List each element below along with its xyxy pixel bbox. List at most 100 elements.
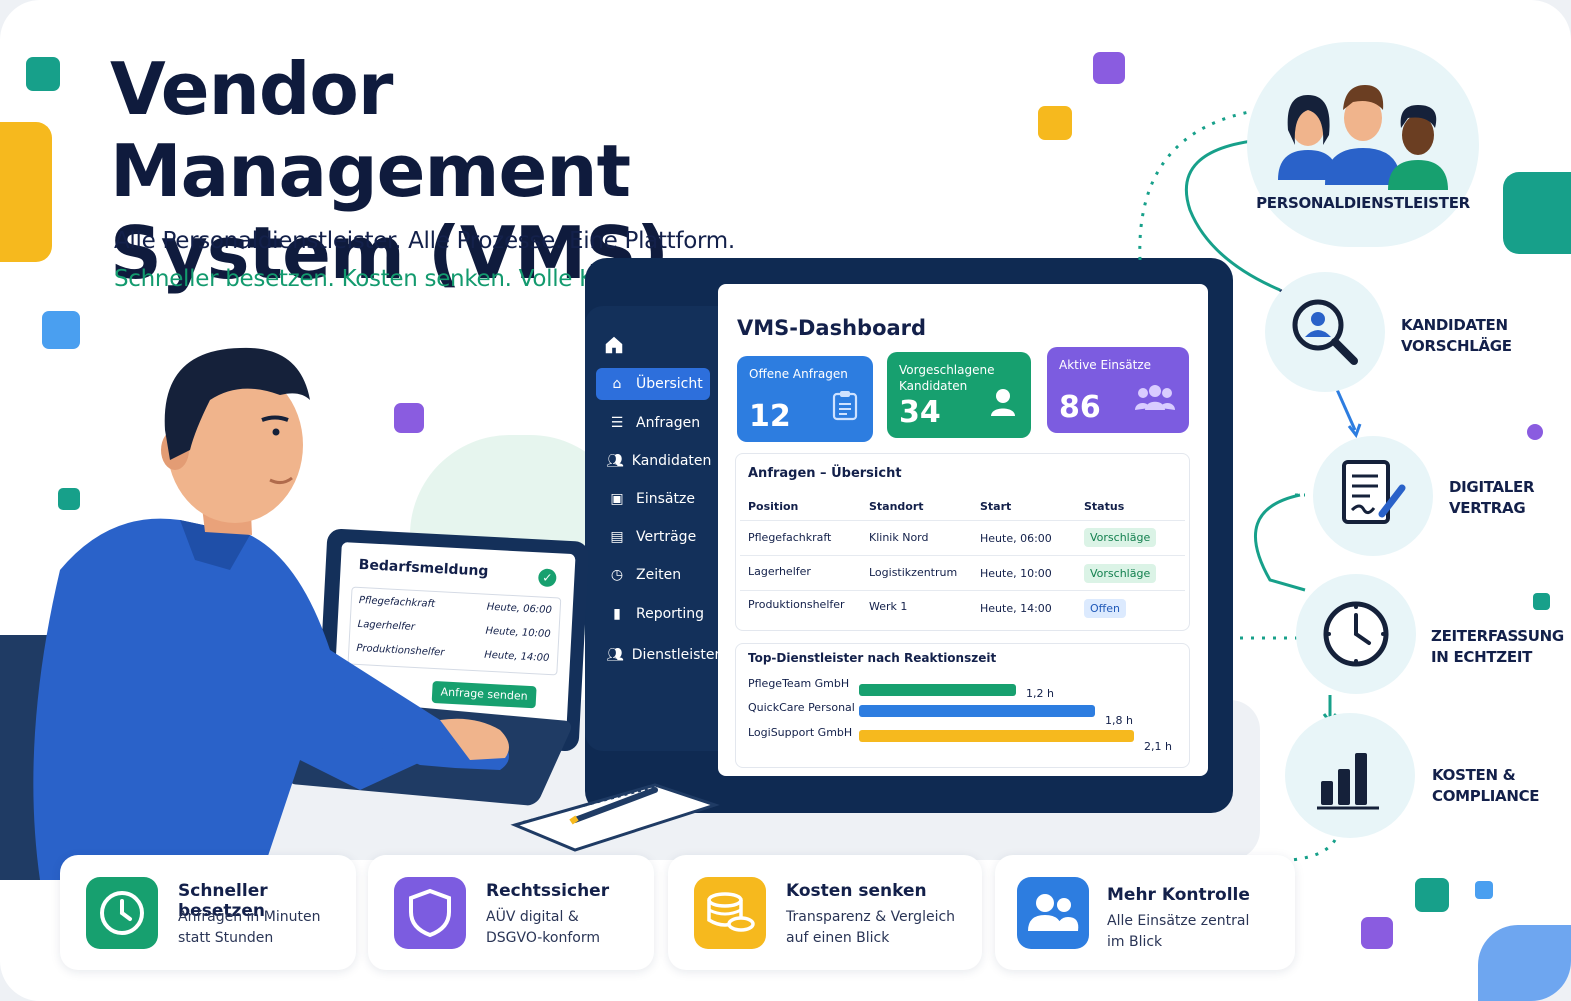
card-description-line: DSGVO-konform bbox=[486, 930, 600, 946]
shield-icon bbox=[394, 877, 466, 949]
sidebar-item-label: Zeiten bbox=[636, 567, 682, 583]
decor-dot bbox=[1527, 424, 1543, 440]
table-cell: Werk 1 bbox=[869, 600, 908, 613]
kpi-value: 34 bbox=[899, 395, 941, 430]
home-icon: ⌂ bbox=[612, 376, 622, 392]
decor-square bbox=[1361, 917, 1393, 949]
flow-label: PERSONALDIENSTLEISTER bbox=[1256, 194, 1470, 212]
feature-card-kontrolle[interactable]: Mehr Kontrolle Alle Einsätze zentral im … bbox=[995, 855, 1295, 970]
provider-bar bbox=[859, 730, 1134, 742]
requests-panel-title: Anfragen – Übersicht bbox=[748, 466, 902, 481]
card-description: Anfragen in Minuten statt Stunden bbox=[178, 907, 378, 949]
title-line-1: Vendor Management bbox=[110, 47, 631, 213]
flow-step-vertrag[interactable] bbox=[1313, 436, 1433, 556]
sidebar-item-einsaetze[interactable]: ▣Einsätze bbox=[596, 483, 710, 515]
page-title: Vendor Management System (VMS) bbox=[110, 48, 910, 294]
notebook-illustration bbox=[510, 783, 720, 852]
decor-square bbox=[58, 488, 80, 510]
card-title: Rechtssicher bbox=[486, 881, 610, 901]
card-description: AÜV digital & DSGVO-konform bbox=[486, 907, 686, 949]
sidebar-item-uebersicht[interactable]: ⌂ Übersicht bbox=[596, 368, 710, 400]
flow-label-line: KANDIDATEN bbox=[1401, 316, 1508, 334]
decor-square bbox=[394, 403, 424, 433]
row-divider bbox=[740, 520, 1185, 521]
flow-label-line: VERTRAG bbox=[1449, 499, 1526, 517]
card-description-line: auf einen Blick bbox=[786, 930, 890, 946]
briefcase-icon: ▣ bbox=[610, 491, 624, 507]
sidebar-item-label: Anfragen bbox=[636, 415, 701, 431]
kpi-label: Vorgeschlagene Kandidaten bbox=[899, 363, 995, 393]
sidebar-item-zeiten[interactable]: ◷ Zeiten bbox=[596, 559, 710, 591]
flow-step-kosten[interactable] bbox=[1285, 713, 1415, 838]
row-divider bbox=[740, 555, 1185, 556]
clock-icon: ◷ bbox=[610, 567, 624, 583]
card-title: Mehr Kontrolle bbox=[1107, 885, 1250, 905]
dashboard-title: VMS-Dashboard bbox=[737, 316, 927, 340]
decor-block bbox=[1478, 925, 1571, 1001]
sidebar-item-kandidaten[interactable]: 👥︎Kandidaten bbox=[596, 445, 711, 477]
coins-icon bbox=[694, 877, 766, 949]
flow-label-line: VORSCHLÄGE bbox=[1401, 337, 1512, 355]
provider-name: LogiSupport GmbH bbox=[748, 726, 853, 739]
status-badge[interactable]: Vorschläge bbox=[1084, 528, 1157, 547]
feature-card-kosten[interactable]: Kosten senken Transparenz & Vergleich au… bbox=[668, 855, 982, 970]
bar-chart-icon: ▮ bbox=[613, 606, 621, 622]
sidebar-item-anfragen[interactable]: ☰ Anfragen bbox=[596, 407, 710, 439]
flow-step-kandidaten[interactable] bbox=[1265, 272, 1385, 392]
column-header-standort: Standort bbox=[869, 500, 924, 513]
home-icon[interactable] bbox=[603, 334, 625, 362]
sidebar-item-label: Übersicht bbox=[636, 376, 703, 392]
kpi-proposed-candidates[interactable]: Vorgeschlagene Kandidaten 34 bbox=[887, 352, 1031, 438]
status-badge[interactable]: Vorschläge bbox=[1084, 564, 1157, 583]
clock-icon bbox=[1323, 601, 1389, 667]
feature-card-schneller[interactable]: Schneller besetzen Anfragen in Minuten s… bbox=[60, 855, 356, 970]
decor-square bbox=[1475, 881, 1493, 899]
column-header-position: Position bbox=[748, 500, 799, 513]
flow-label-line: ZEITERFASSUNG bbox=[1431, 627, 1564, 645]
decor-block bbox=[0, 122, 52, 262]
kpi-open-requests[interactable]: Offene Anfragen 12 bbox=[737, 356, 873, 442]
card-description: Transparenz & Vergleich auf einen Blick bbox=[786, 907, 986, 949]
decor-square bbox=[1533, 593, 1550, 610]
people-icon: 👥︎ bbox=[606, 647, 624, 663]
flow-step-zeiterfassung[interactable] bbox=[1296, 574, 1416, 694]
sidebar-item-reporting[interactable]: ▮Reporting bbox=[596, 598, 710, 630]
list-icon: ☰ bbox=[610, 415, 624, 431]
title-line-2: System (VMS) bbox=[110, 211, 669, 295]
flow-step-personaldienstleister[interactable]: PERSONALDIENSTLEISTER bbox=[1247, 42, 1479, 247]
kpi-value: 12 bbox=[749, 399, 791, 434]
status-badge[interactable]: Offen bbox=[1084, 599, 1126, 618]
card-description-line: Transparenz & Vergleich bbox=[786, 909, 956, 925]
feature-card-rechtssicher[interactable]: Rechtssicher AÜV digital & DSGVO-konform bbox=[368, 855, 654, 970]
user-icon bbox=[989, 387, 1017, 424]
card-description-line: statt Stunden bbox=[178, 930, 274, 946]
flow-label-zeiterfassung: ZEITERFASSUNG IN ECHTZEIT bbox=[1431, 626, 1564, 668]
card-description-line: im Blick bbox=[1107, 934, 1163, 950]
sidebar-item-label: Verträge bbox=[636, 529, 697, 545]
card-title: Schneller besetzen bbox=[178, 881, 268, 921]
clipboard-icon bbox=[831, 389, 859, 428]
column-header-status: Status bbox=[1084, 500, 1125, 513]
flow-label-kandidaten: KANDIDATEN VORSCHLÄGE bbox=[1401, 315, 1512, 357]
sidebar-item-vertraege[interactable]: ▤Verträge bbox=[596, 521, 710, 553]
provider-bar bbox=[859, 705, 1095, 717]
people-icon bbox=[1278, 85, 1448, 190]
card-description-line: Alle Einsätze zentral bbox=[1107, 913, 1250, 929]
table-cell: Produktionshelfer bbox=[748, 598, 845, 611]
decor-square bbox=[42, 311, 80, 349]
sidebar-item-dienstleister[interactable]: 👥︎Dienstleister bbox=[596, 639, 720, 671]
provider-value: 2,1 h bbox=[1144, 740, 1172, 753]
contract-icon bbox=[1342, 460, 1406, 524]
provider-name: QuickCare Personal bbox=[748, 701, 855, 714]
subtitle-primary: Alle Personaldienstleister. Alle Prozess… bbox=[114, 228, 735, 254]
clock-icon bbox=[86, 877, 158, 949]
kpi-label: Aktive Einsätze bbox=[1059, 358, 1152, 372]
provider-name: PflegeTeam GmbH bbox=[748, 677, 850, 690]
kpi-active-assignments[interactable]: Aktive Einsätze 86 bbox=[1047, 347, 1189, 433]
search-user-icon bbox=[1292, 299, 1358, 365]
table-cell: Heute, 06:00 bbox=[980, 532, 1052, 545]
table-cell: Heute, 14:00 bbox=[980, 602, 1052, 615]
flow-label-kosten: KOSTEN & COMPLIANCE bbox=[1432, 765, 1540, 807]
flow-label-vertrag: DIGITALER VERTRAG bbox=[1449, 477, 1535, 519]
table-cell: Klinik Nord bbox=[869, 531, 929, 544]
